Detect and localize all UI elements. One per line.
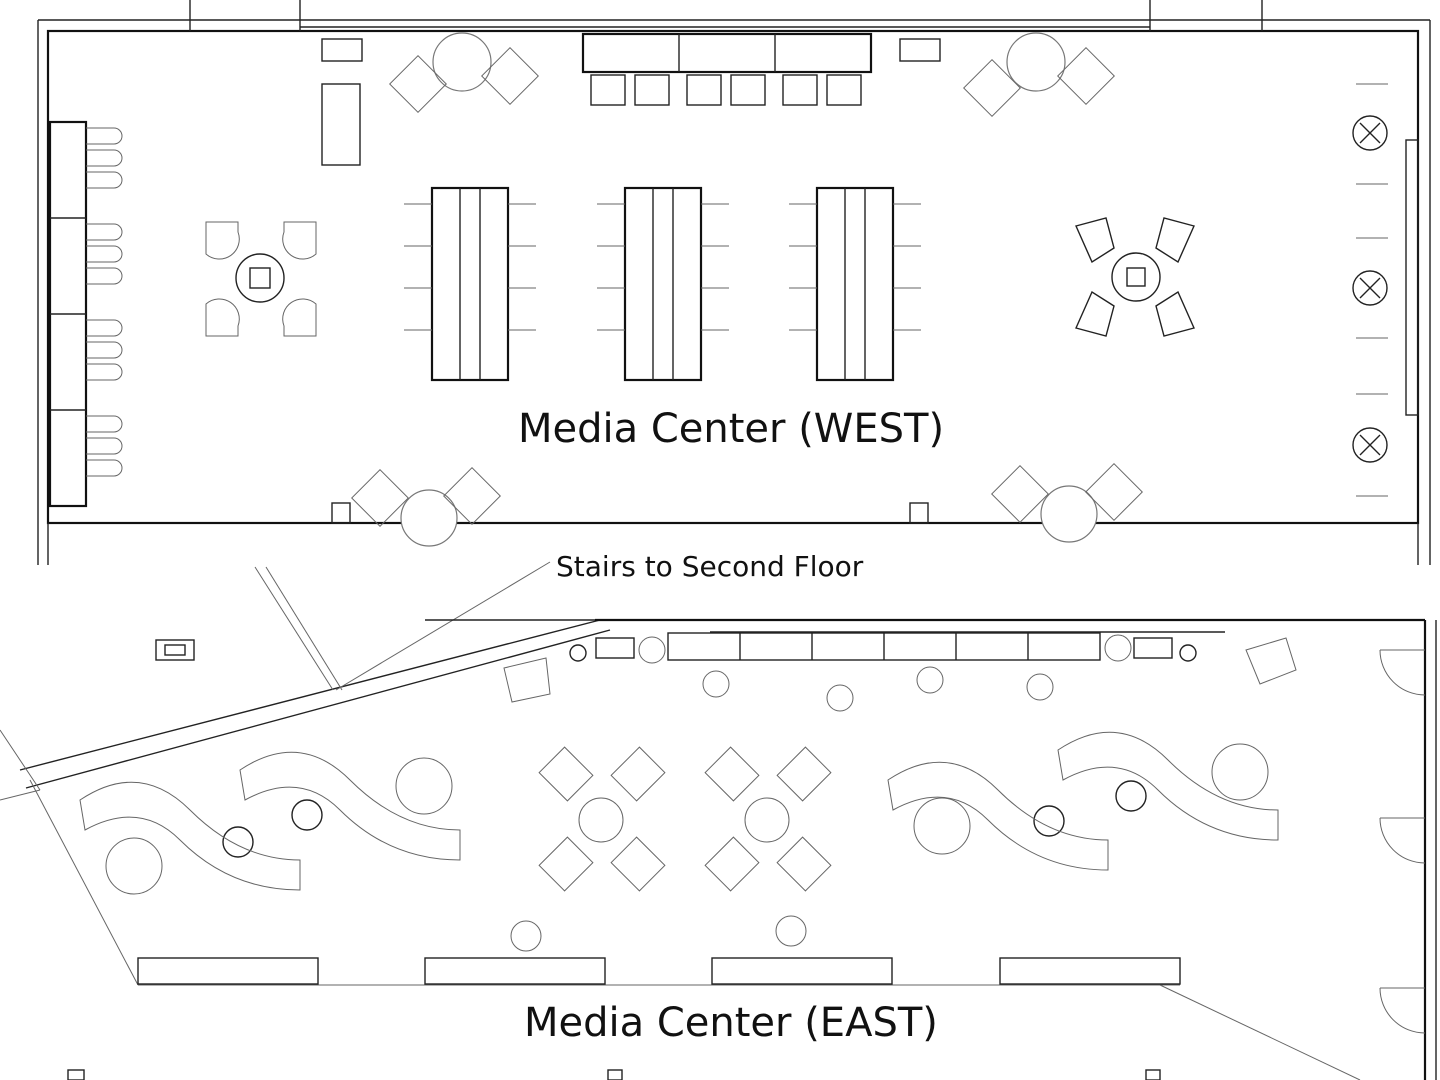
east-right-doors — [1379, 649, 1426, 1034]
west-lounge-bottom-left — [351, 467, 501, 547]
west-left-counter — [48, 120, 123, 508]
east-wave-sofas — [79, 731, 1279, 895]
west-round-table-left — [205, 221, 317, 337]
west-lounge-bottom-right — [991, 463, 1143, 543]
east-bottom-benches — [67, 957, 1181, 1080]
room-label-east: Media Center (EAST) — [524, 1000, 938, 1046]
west-right-stools — [1352, 83, 1388, 497]
west-lounge-top-right — [963, 32, 1115, 117]
stairs-label: Stairs to Second Floor — [556, 550, 864, 583]
east-stools — [222, 666, 1147, 952]
east-lounge-clusters — [538, 746, 832, 892]
room-label-west: Media Center (WEST) — [518, 406, 945, 452]
west-cabinets — [321, 38, 941, 524]
west-round-table-right — [1075, 217, 1195, 337]
west-lounge-top-left — [389, 32, 539, 113]
east-room-walls — [29, 618, 1437, 1080]
west-top-desk — [581, 32, 873, 106]
stairs-drawing — [0, 561, 710, 801]
east-top-counter — [503, 632, 1297, 703]
west-room-walls — [37, 0, 1431, 565]
west-study-tables — [404, 186, 921, 382]
